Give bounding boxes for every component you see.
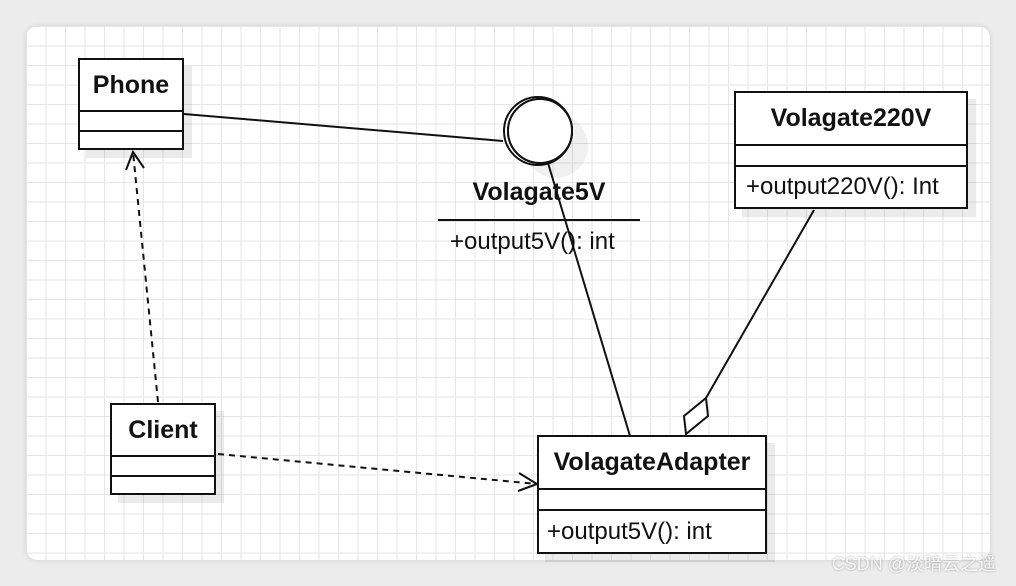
class-phone-attributes <box>80 112 182 132</box>
class-volagate220v[interactable]: Volagate220V +output220V(): Int <box>734 91 968 209</box>
class-volagate220v-attributes <box>736 146 966 167</box>
watermark: CSDN @淡暗云之遥 <box>831 554 996 574</box>
class-volagate-adapter-attributes <box>539 490 765 511</box>
class-client-attributes <box>112 457 214 477</box>
class-volagate-adapter-name: VolagateAdapter <box>539 437 765 490</box>
class-client-operations <box>112 477 214 495</box>
class-volagate220v-operation: +output220V(): Int <box>746 173 939 200</box>
class-volagate-adapter-operation: +output5V(): int <box>547 518 712 545</box>
class-phone[interactable]: Phone <box>78 58 184 150</box>
class-client-name: Client <box>112 405 214 457</box>
interface-volagate5v-operation: +output5V(): int <box>450 228 615 255</box>
class-client[interactable]: Client <box>110 403 216 495</box>
class-volagate220v-name: Volagate220V <box>736 93 966 146</box>
interface-volagate5v-name: Volagate5V <box>472 178 606 206</box>
class-volagate-adapter[interactable]: VolagateAdapter +output5V(): int <box>537 435 767 554</box>
class-phone-operations <box>80 132 182 150</box>
class-phone-name: Phone <box>80 60 182 112</box>
